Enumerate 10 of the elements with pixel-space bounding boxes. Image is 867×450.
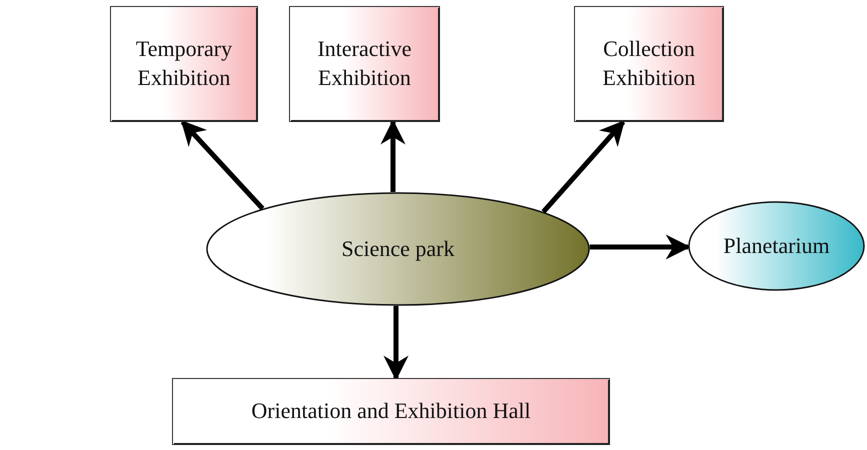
exhibit-label: Collection Exhibition bbox=[602, 35, 696, 92]
exhibit-label: Temporary Exhibition bbox=[134, 35, 234, 92]
node-label: Science park bbox=[342, 234, 454, 263]
arrow bbox=[180, 120, 264, 210]
arrow bbox=[542, 120, 626, 214]
exhibit-label: Orientation and Exhibition Hall bbox=[251, 397, 531, 426]
exhibit-label: Interactive Exhibition bbox=[316, 35, 413, 92]
node-label: Planetarium bbox=[723, 232, 830, 260]
arrow bbox=[590, 234, 691, 260]
arrow bbox=[384, 306, 408, 381]
